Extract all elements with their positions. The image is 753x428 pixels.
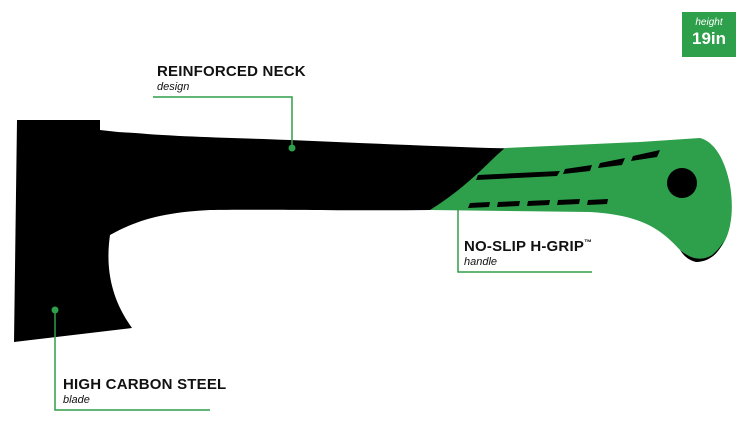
blade-leader-line <box>54 310 210 411</box>
grip-handle <box>430 138 732 259</box>
grip-title: NO-SLIP H-GRIP <box>464 238 585 255</box>
grip-subtitle: handle <box>464 256 498 268</box>
blade-callout: HIGH CARBON STEEL blade <box>63 376 226 406</box>
neck-leader-line <box>153 96 293 148</box>
height-label: height <box>695 17 723 28</box>
neck-title: REINFORCED NECK <box>157 63 306 80</box>
blade-dot <box>51 306 59 314</box>
hang-hole <box>667 168 697 198</box>
neck-dot <box>288 144 296 152</box>
neck-callout: REINFORCED NECK design <box>157 63 306 93</box>
callout-lines <box>54 96 592 411</box>
height-badge: height 19in <box>682 12 736 57</box>
grip-slots <box>468 150 660 208</box>
grip-leader-line <box>457 200 592 273</box>
axe-blade <box>14 120 600 342</box>
height-value: 19in <box>691 29 727 48</box>
grip-callout: NO-SLIP H-GRIP™ handle <box>464 238 592 268</box>
grip-title-row: NO-SLIP H-GRIP™ <box>464 238 592 255</box>
trademark-symbol: ™ <box>584 238 593 247</box>
blade-title: HIGH CARBON STEEL <box>63 376 227 393</box>
blade-subtitle: blade <box>63 394 90 406</box>
neck-subtitle: design <box>157 81 190 93</box>
grip-dot <box>454 196 462 204</box>
